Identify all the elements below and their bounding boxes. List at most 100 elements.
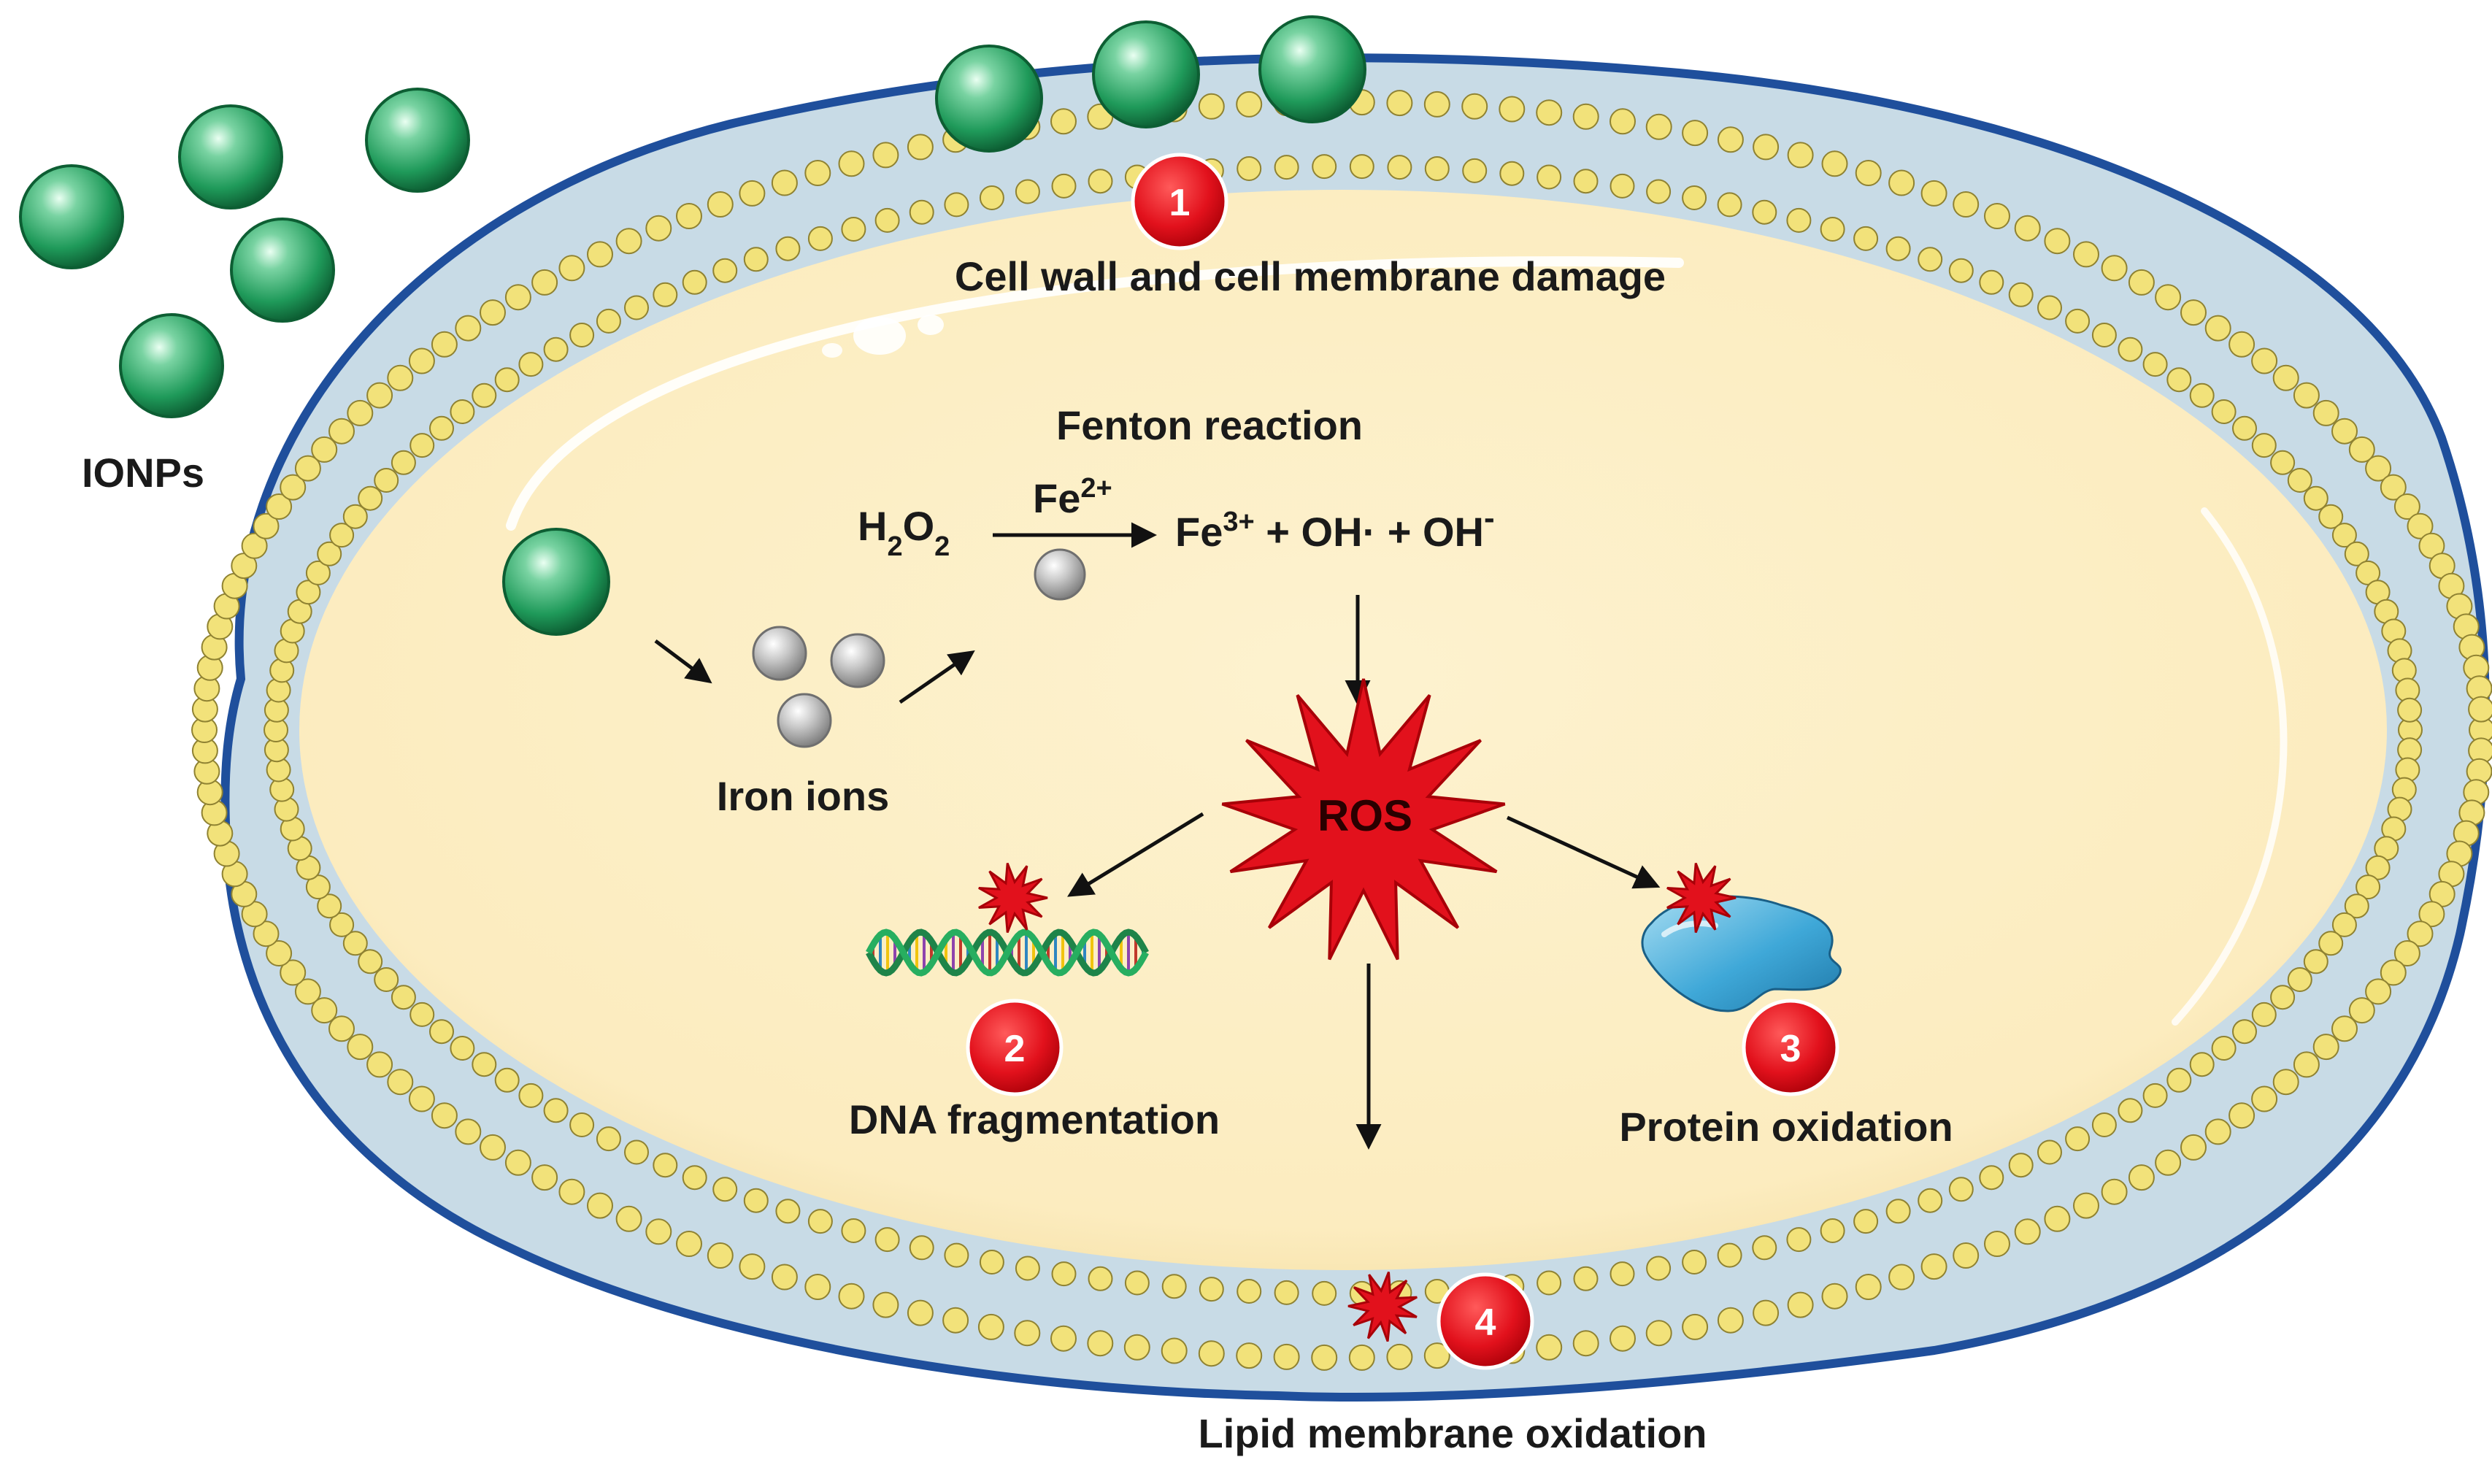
lipid-head [1918,1188,1943,1213]
highlight-arc-right [2172,507,2288,1026]
lipid-head [2287,967,2312,992]
nanoparticle [1258,15,1366,123]
lipid-head [2128,1164,2155,1191]
lipid-head [872,1291,899,1318]
ionps-label: IONPs [82,450,204,496]
lipid-head [1786,1227,1812,1253]
svg-text:1: 1 [1169,182,1191,224]
arrow-ions-to-fenton [899,650,975,704]
lipid-head [596,1126,621,1152]
lipid-head [494,367,520,393]
lipid-head [979,1250,1004,1275]
lipid-head [1573,1266,1599,1291]
lipid-head [280,959,307,986]
lipid-head [1948,258,1974,283]
lipid-head [1198,93,1225,120]
lipid-head [2331,912,2357,937]
lipid-head [682,269,707,295]
lipid-head [1462,158,1488,183]
nanoparticle [935,45,1043,153]
lipid-head [2303,485,2328,511]
ionps-cluster [19,88,470,418]
lipid-head [1682,185,1707,210]
nanoparticle [1092,20,1200,128]
lipid-head [480,299,506,326]
lipid-head [645,215,672,242]
lipid-head [841,1218,866,1243]
lipid-head [391,450,416,475]
lipid-head [2407,512,2434,539]
lipid-head [1499,161,1525,186]
lipid-head [707,1242,734,1269]
lipid-head [1312,1280,1337,1306]
badge-2: 2 [966,999,1064,1096]
iron-ion [752,626,807,681]
lipid-head [311,436,338,463]
lipid-head [2228,1102,2256,1129]
lipid-head [2318,504,2344,529]
lipid-head [1312,154,1337,180]
lipid-head [2380,959,2407,986]
internalized-nanoparticle [502,528,610,636]
lipid-head [366,382,393,409]
lipid-head [739,1253,766,1280]
ros-burst [1221,678,1506,961]
lipid-head [872,142,899,169]
lipid-head [1015,179,1040,204]
lipid-head [771,169,798,196]
lipid-head [2044,1205,2071,1232]
lipid-head [429,1019,454,1045]
lipid-head [838,1283,865,1310]
lipid-head [569,1112,595,1137]
lipid-head [1918,247,1943,272]
protein-oxidation-label: Protein oxidation [1619,1104,1953,1150]
lipid-head [1953,1242,1980,1269]
lipid-head [280,474,307,501]
lipid-head [1423,91,1450,118]
lipid-head [1717,126,1744,153]
lipid-head [408,347,435,374]
lipid-head [2037,1139,2062,1165]
lipid-head [2303,949,2328,974]
lipid-head [743,247,769,272]
lipid-head [504,1149,531,1176]
h2o2-formula: H2O2 [858,503,950,562]
lipid-head [587,1192,613,1219]
lipid-head [1753,134,1780,161]
lipid-head [2073,241,2099,268]
lipid-head [1423,1342,1450,1369]
lipid-head [1050,1325,1077,1352]
lipid-head [1820,217,1845,242]
lipid-head [1717,1242,1742,1268]
lipid-head [1920,180,1947,207]
lipid-head [294,455,321,482]
lipid-head [1888,1264,1915,1291]
lipid-head [1499,96,1526,123]
lipid-head [1752,199,1777,225]
lipid-head [1050,108,1077,135]
lipid-head [2155,1149,2182,1176]
lipid-head [1855,160,1882,186]
lipid-head [2044,228,2071,255]
lipid-head [2166,367,2192,393]
lipid-head [979,185,1004,210]
lipid-head [2293,382,2320,409]
lipid-head [1786,207,1812,233]
lipid-head [712,258,738,283]
lipid-head [1015,1256,1040,1281]
iron-ion [777,693,832,748]
lipid-head [347,1034,374,1061]
lipid-head [1536,1334,1563,1361]
lipid-head [2344,893,2369,919]
highlight-bubble [918,315,944,335]
lipid-head [2331,1015,2358,1042]
lipid-head [408,1085,435,1112]
lipid-head [743,1188,769,1213]
lipid-head [739,180,766,207]
lipid-head [2014,1218,2041,1245]
lipid-head [2365,978,2392,1005]
lipid-head [1979,269,2004,295]
lipid-head [2272,1069,2299,1096]
lipid-head [1311,1344,1338,1371]
